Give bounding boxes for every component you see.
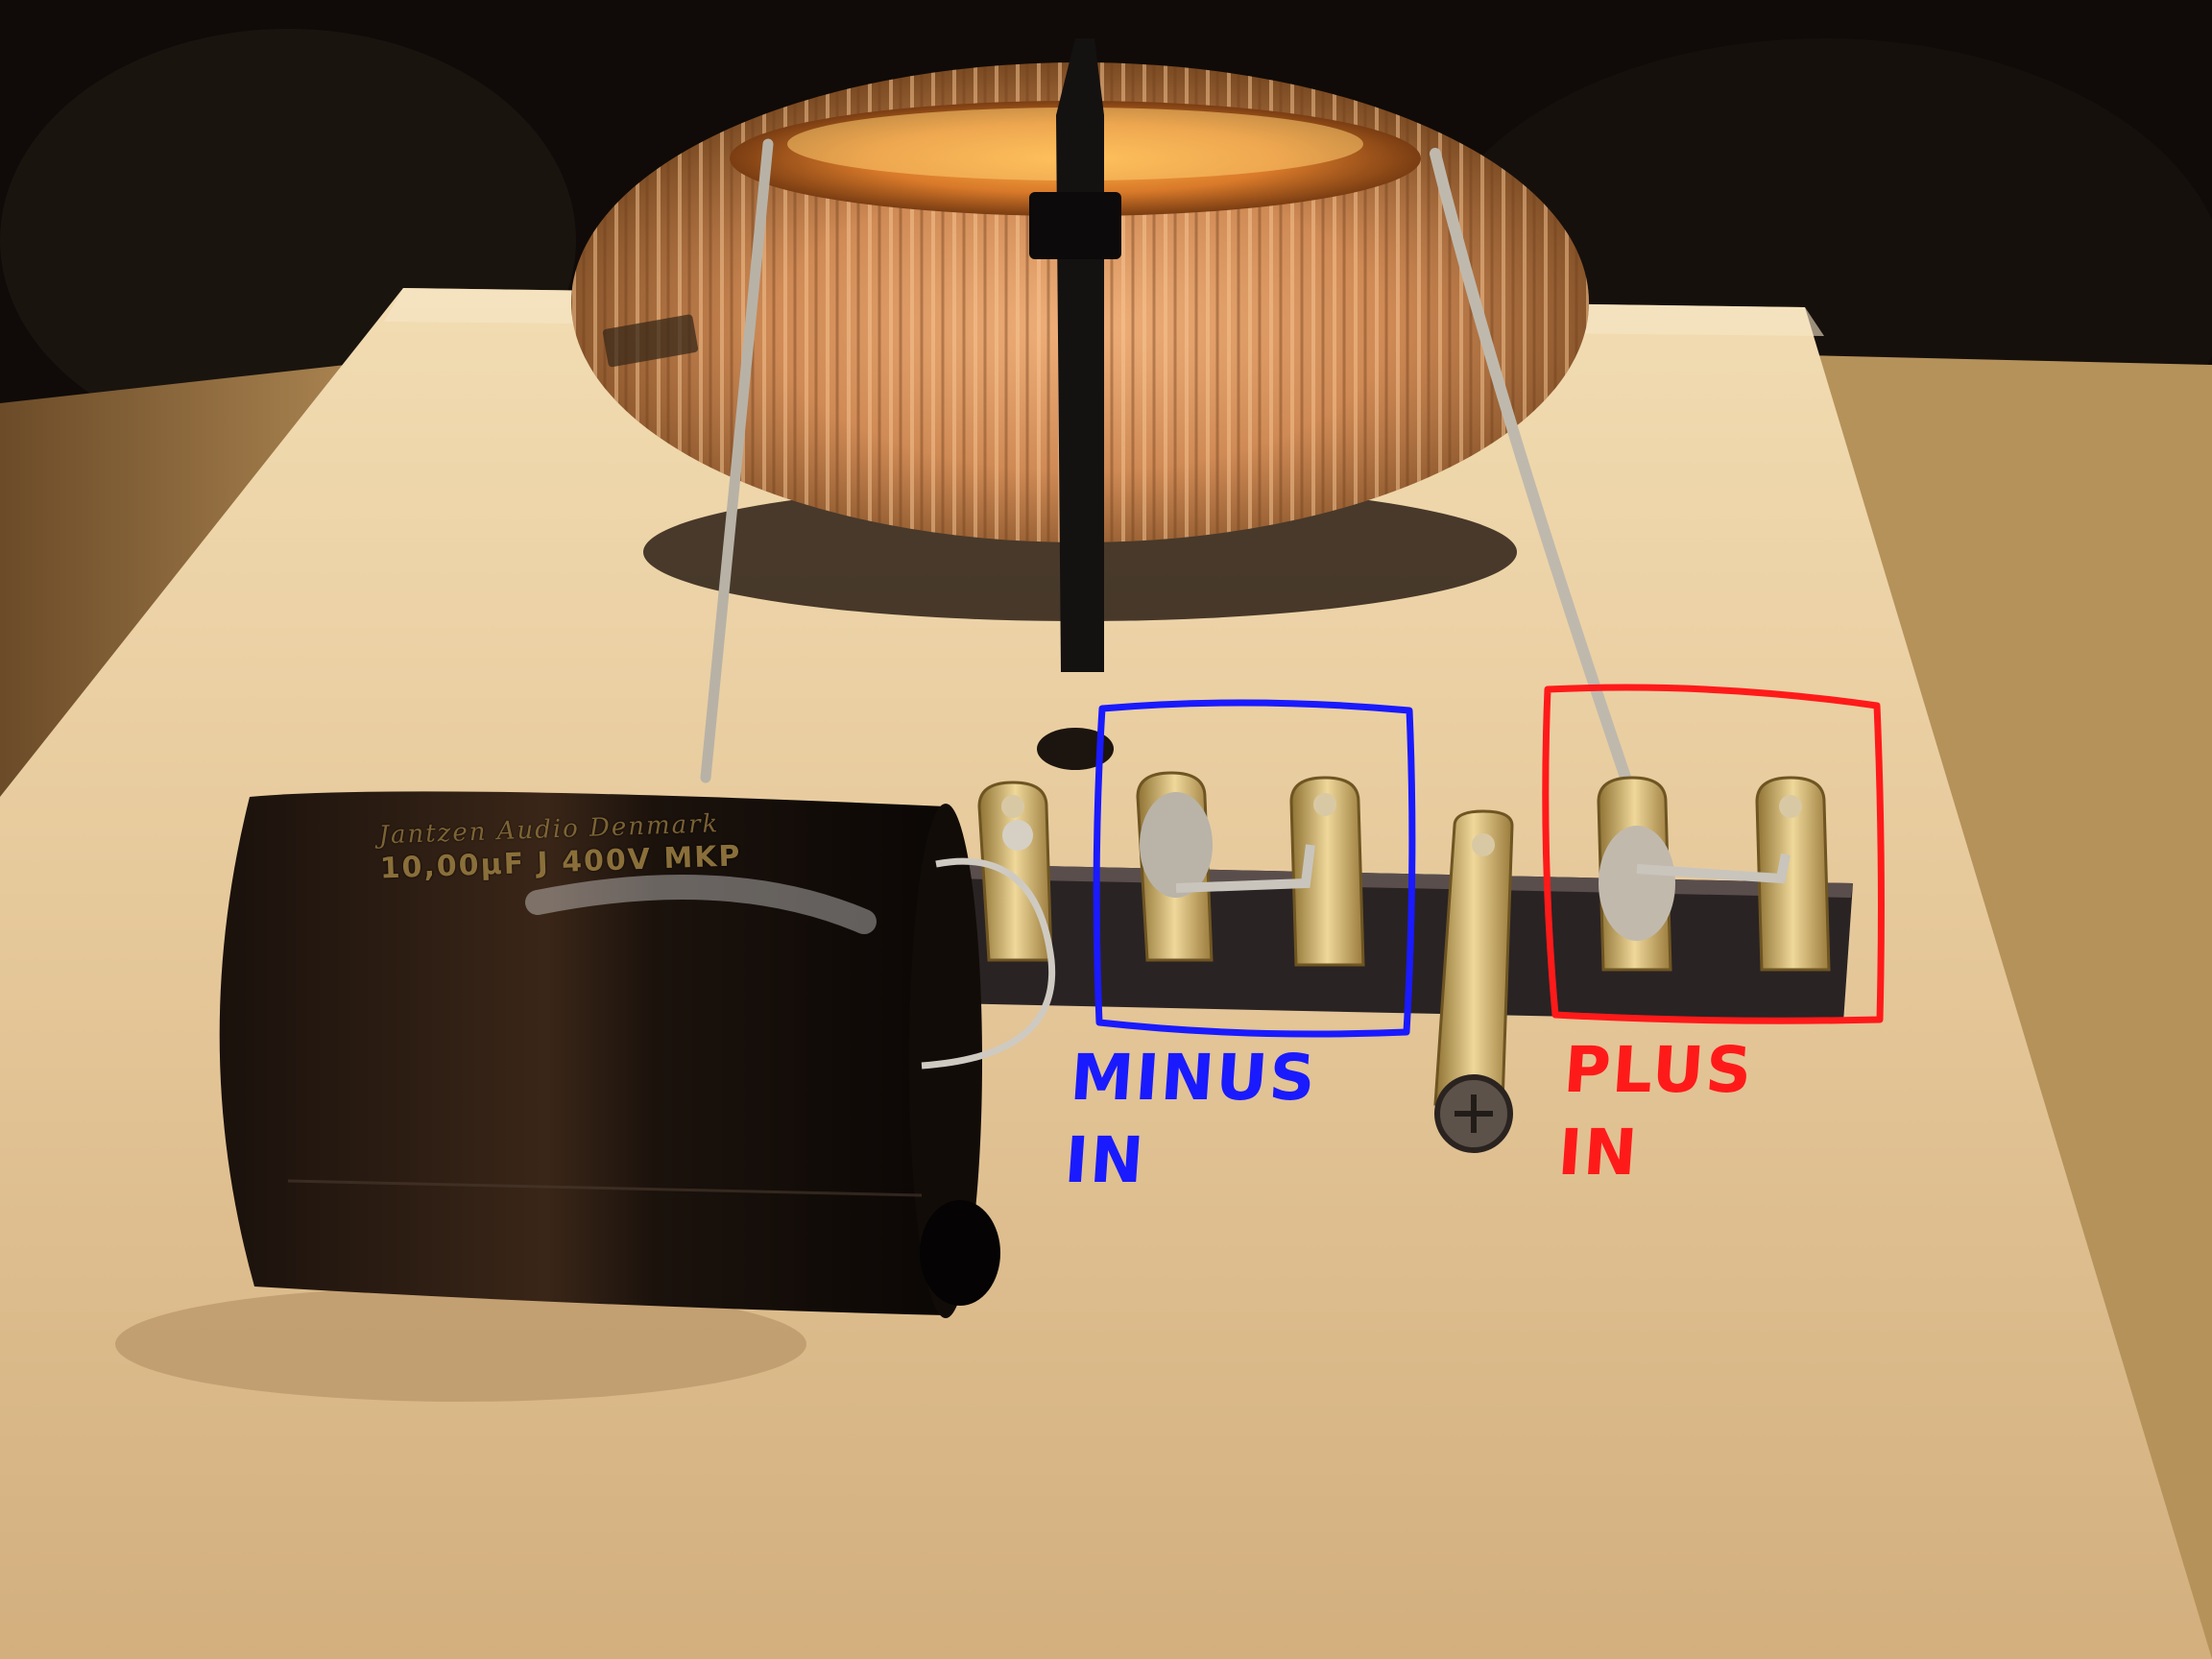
minus-label-line1: MINUS	[1068, 1041, 1320, 1115]
plus-label-line2: IN	[1555, 1116, 1642, 1190]
minus-in-box	[1093, 699, 1416, 1038]
plus-in-box	[1542, 684, 1885, 1024]
capacitor-icon	[115, 791, 1056, 1402]
cable-tie	[1056, 38, 1104, 672]
terminal-strip-icon	[946, 771, 1853, 1153]
plus-label-line1: PLUS	[1561, 1033, 1756, 1107]
minus-in-annotation: MINUS IN	[1062, 1037, 1320, 1202]
minus-label-line2: IN	[1062, 1123, 1148, 1197]
cable-tie-head	[1029, 192, 1121, 259]
plus-in-annotation: PLUS IN	[1555, 1029, 1756, 1194]
mounting-hole	[1037, 728, 1114, 770]
inductor-lead-left	[700, 138, 774, 783]
